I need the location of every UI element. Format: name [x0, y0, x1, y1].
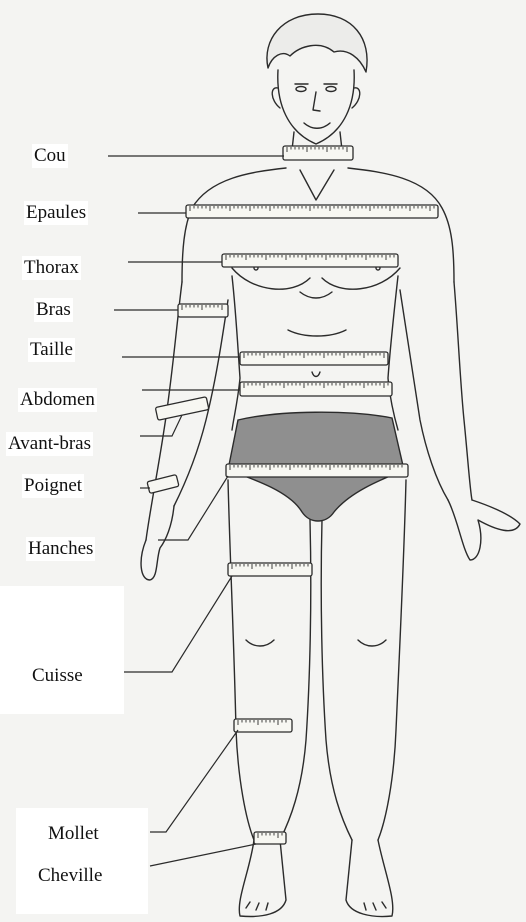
label-wrist: Poignet — [22, 474, 84, 498]
tape-forearm — [155, 397, 209, 421]
label-waist: Taille — [28, 338, 75, 362]
tape-calf — [234, 719, 292, 732]
label-hips: Hanches — [26, 537, 95, 561]
label-arm: Bras — [34, 298, 73, 322]
leader-thigh — [124, 576, 232, 672]
tape-wrist — [147, 475, 179, 494]
tape-thigh — [228, 563, 312, 576]
tape-arm — [178, 304, 228, 317]
head — [278, 70, 354, 144]
tape-shoulders — [186, 205, 438, 218]
leader-ankle — [150, 844, 256, 866]
label-shoulders: Epaules — [24, 201, 88, 225]
tape-waist — [240, 352, 388, 365]
label-ankle: Cheville — [36, 864, 104, 888]
label-neck: Cou — [32, 144, 68, 168]
label-chest: Thorax — [22, 256, 81, 280]
label-panel-lower — [0, 586, 124, 714]
label-thigh: Cuisse — [30, 664, 85, 688]
tape-neck — [283, 146, 353, 160]
label-calf: Mollet — [46, 822, 101, 846]
label-forearm: Avant-bras — [6, 432, 93, 456]
label-abdomen: Abdomen — [18, 388, 97, 412]
leader-calf — [150, 730, 238, 832]
hair — [267, 14, 367, 72]
tape-hips — [226, 464, 408, 477]
